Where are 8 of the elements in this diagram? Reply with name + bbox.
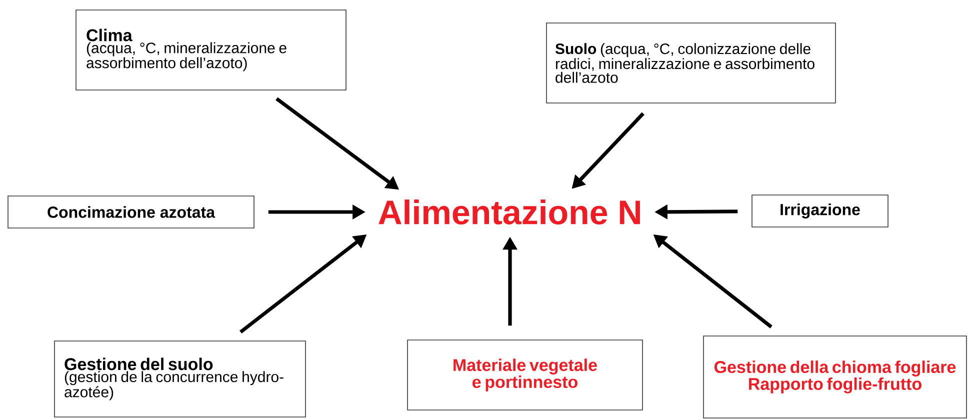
factor-box: Concimazione azotata [8, 196, 254, 228]
factor-box: Materiale vegetale e portinnesto [407, 340, 643, 410]
factor-box: Gestione della chioma fogliare Rapporto foglie-frutto [703, 336, 967, 418]
factor-box: Clima (acqua, °C, mineralizzazione e assorbimento dell’azoto) [76, 10, 346, 90]
central-heading: Alimentazione N [378, 200, 640, 224]
factor-box: Gestione del suolo (gestion de la concurrence hydro-azotée) [54, 340, 306, 418]
factor-box: Irrigazione [752, 194, 888, 228]
factor-box: Suolo (acqua, °C, colonizzazione delle radici, mineralizzazione e assorbimento dell’azoto [546, 22, 836, 104]
